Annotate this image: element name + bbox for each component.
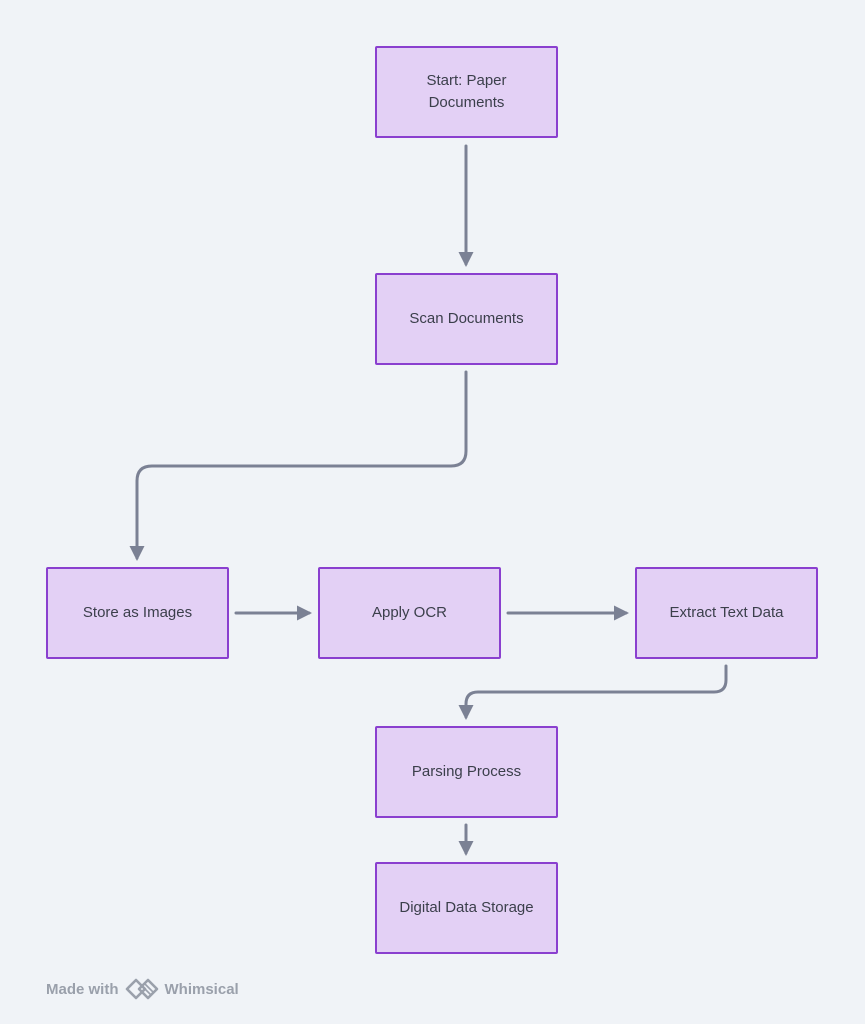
node-label: Extract Text Data bbox=[669, 604, 784, 621]
node-apply-ocr[interactable]: Apply OCR bbox=[318, 567, 501, 659]
node-store-as-images[interactable]: Store as Images bbox=[46, 567, 229, 659]
node-extract-text-data[interactable]: Extract Text Data bbox=[635, 567, 818, 659]
node-start-paper-documents[interactable]: Start: Paper Documents bbox=[375, 46, 558, 138]
made-with-whimsical-badge[interactable]: Made with Whimsical bbox=[46, 978, 239, 1000]
edge-scan-to-store bbox=[129, 370, 468, 561]
edge-extract-to-parse bbox=[458, 664, 728, 720]
node-digital-data-storage[interactable]: Digital Data Storage bbox=[375, 862, 558, 954]
node-label: Digital Data Storage bbox=[399, 899, 534, 916]
whimsical-logo-icon bbox=[125, 978, 159, 1000]
whimsical-brand-text: Whimsical bbox=[164, 980, 239, 998]
node-label: Start: Paper Documents bbox=[426, 72, 507, 111]
node-label: Scan Documents bbox=[409, 310, 524, 327]
node-label: Apply OCR bbox=[371, 604, 448, 621]
node-label: Store as Images bbox=[82, 604, 193, 621]
node-scan-documents[interactable]: Scan Documents bbox=[375, 273, 558, 365]
node-label: Parsing Process bbox=[411, 763, 522, 780]
node-parsing-process[interactable]: Parsing Process bbox=[375, 726, 558, 818]
made-with-text: Made with bbox=[46, 980, 119, 998]
